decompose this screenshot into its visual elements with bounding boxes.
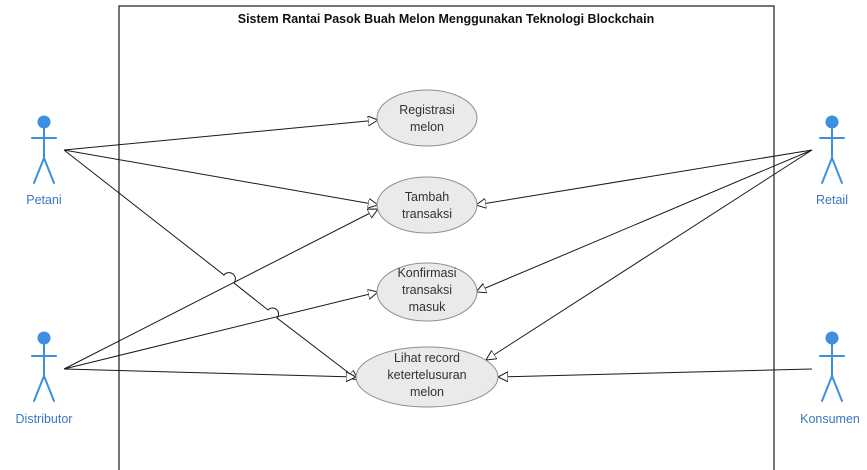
stick-figure-icon <box>819 115 845 184</box>
actor-label: Retail <box>816 193 848 207</box>
use-case-label: masuk <box>409 300 447 314</box>
system-title: Sistem Rantai Pasok Buah Melon Menggunak… <box>238 12 655 26</box>
use-case-ellipse <box>376 89 478 147</box>
stick-figure-icon <box>819 331 845 402</box>
associations <box>63 120 813 380</box>
use-case-label: melon <box>410 385 444 399</box>
actor-label: Distributor <box>16 412 73 426</box>
actor-label: Konsumen <box>800 412 860 426</box>
use-case-label: Registrasi <box>399 103 455 117</box>
use-case-label: Lihat record <box>394 351 460 365</box>
actor-konsumen[interactable]: Konsumen <box>800 331 860 426</box>
assoc-retail-lihat <box>486 149 813 360</box>
stick-figure-icon <box>31 331 57 402</box>
actor-label: Petani <box>26 193 61 207</box>
actor-petani[interactable]: Petani <box>26 115 62 207</box>
assoc-distributor-tambah <box>63 209 378 370</box>
actor-retail[interactable]: Retail <box>816 115 848 207</box>
use-case-label: transaksi <box>402 283 452 297</box>
assoc-distributor-konfirmasi <box>63 292 378 370</box>
assoc-petani-registrasi <box>63 120 378 151</box>
assoc-petani-tambah <box>63 149 378 205</box>
use-case-lihat-record-ketertelusuran-melon[interactable]: Lihat record ketertelusuran melon <box>355 346 499 408</box>
use-case-registrasi-melon[interactable]: Registrasi melon <box>376 89 478 147</box>
assoc-distributor-lihat <box>63 368 356 377</box>
use-case-tambah-transaksi[interactable]: Tambah transaksi <box>376 176 478 234</box>
use-case-ellipse <box>376 176 478 234</box>
use-case-label: Tambah <box>405 190 450 204</box>
use-case-label: transaksi <box>402 207 452 221</box>
use-case-ellipse <box>376 262 478 322</box>
use-case-konfirmasi-transaksi-masuk[interactable]: Konfirmasi transaksi masuk <box>376 262 478 322</box>
use-case-label: melon <box>410 120 444 134</box>
stick-figure-icon <box>31 115 57 184</box>
use-case-label: Konfirmasi <box>397 266 456 280</box>
assoc-konsumen-lihat <box>498 368 813 377</box>
assoc-retail-konfirmasi <box>476 149 813 292</box>
actor-distributor[interactable]: Distributor <box>16 331 73 426</box>
use-case-ellipse <box>355 346 499 408</box>
assoc-petani-lihat <box>63 149 358 380</box>
assoc-retail-tambah <box>476 149 813 205</box>
use-case-label: ketertelusuran <box>387 368 466 382</box>
